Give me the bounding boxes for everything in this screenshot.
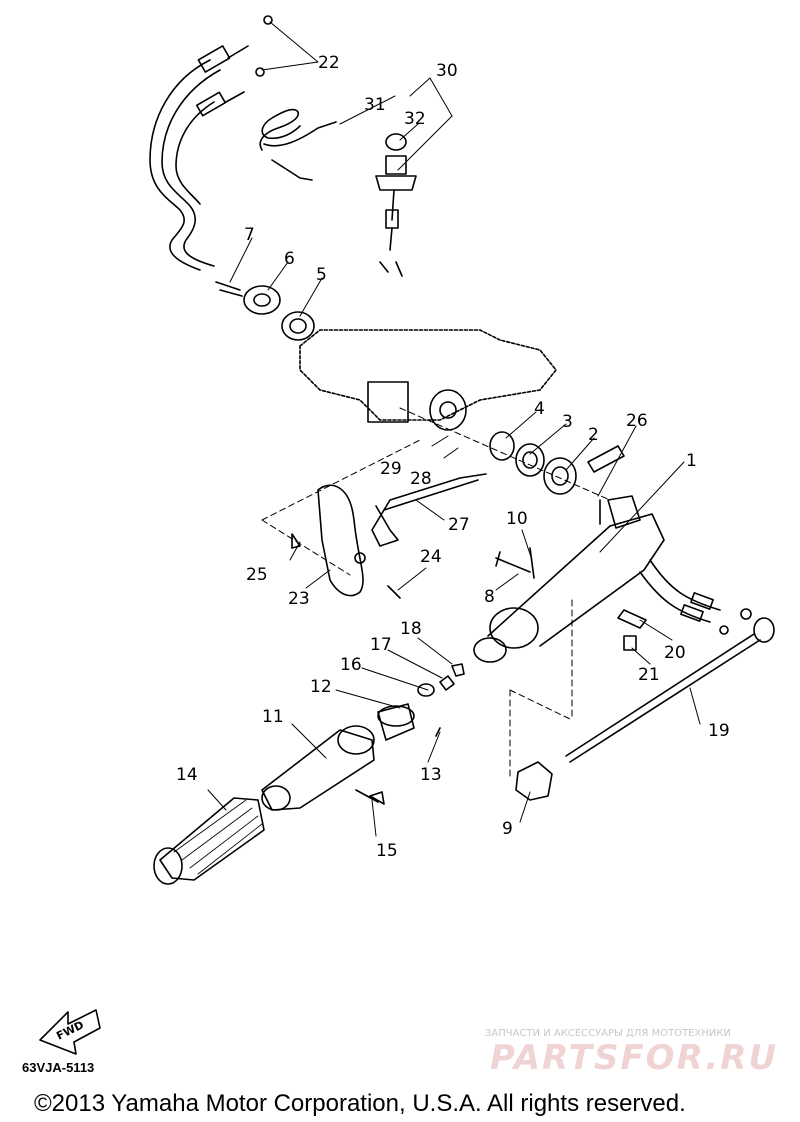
callout-12: 12 xyxy=(310,677,332,697)
callout-4: 4 xyxy=(534,399,545,419)
callout-27: 27 xyxy=(448,515,470,535)
throttle-shaft xyxy=(515,617,775,801)
stop-switch-assembly xyxy=(259,108,417,277)
grip-hardware xyxy=(355,663,465,805)
watermark-tagline: ЗАПЧАСТИ И АКСЕССУАРЫ ДЛЯ МОТОТЕХНИКИ xyxy=(485,1028,731,1039)
diagram-code: 63VJA-5113 xyxy=(22,1060,95,1075)
small-hardware xyxy=(495,547,647,651)
callout-20: 20 xyxy=(664,643,686,663)
cable-ends-right xyxy=(639,559,752,635)
callout-19: 19 xyxy=(708,721,730,741)
callout-30: 30 xyxy=(436,61,458,81)
callout-17: 17 xyxy=(370,635,392,655)
callout-23: 23 xyxy=(288,589,310,609)
callout-22: 22 xyxy=(318,53,340,73)
callout-29: 29 xyxy=(380,459,402,479)
callout-3: 3 xyxy=(562,412,573,432)
callout-8: 8 xyxy=(484,587,495,607)
callout-25: 25 xyxy=(246,565,268,585)
tiller-plate xyxy=(291,484,401,599)
throttle-cables xyxy=(149,15,273,271)
bracket-hub xyxy=(367,381,467,431)
callout-16: 16 xyxy=(340,655,362,675)
callout-21: 21 xyxy=(638,665,660,685)
fwd-arrow xyxy=(39,1009,101,1055)
washer-stack xyxy=(489,431,625,495)
callout-28: 28 xyxy=(410,469,432,489)
steering-bracket xyxy=(473,495,665,663)
link-rod xyxy=(371,473,487,547)
callout-13: 13 xyxy=(420,765,442,785)
callout-7: 7 xyxy=(244,225,255,245)
throttle-grip xyxy=(153,703,415,885)
callout-9: 9 xyxy=(502,819,513,839)
callout-2: 2 xyxy=(588,425,599,445)
watermark-logo: PARTSFOR.RU xyxy=(490,1038,779,1078)
callout-31: 31 xyxy=(364,95,386,115)
fwd-label: FWD xyxy=(54,1018,86,1042)
callout-labels: 1 2 3 4 5 6 7 8 9 10 11 12 13 14 15 16 1… xyxy=(54,53,729,1043)
swivel-bracket xyxy=(299,329,557,421)
callout-1: 1 xyxy=(686,451,697,471)
callout-5: 5 xyxy=(316,265,327,285)
callout-18: 18 xyxy=(400,619,422,639)
leader-lines xyxy=(207,21,701,837)
friction-plate-group xyxy=(215,281,315,341)
reference-lines xyxy=(261,407,611,781)
callout-10: 10 xyxy=(506,509,528,529)
callout-15: 15 xyxy=(376,841,398,861)
callout-14: 14 xyxy=(176,765,198,785)
callout-24: 24 xyxy=(420,547,442,567)
callout-6: 6 xyxy=(284,249,295,269)
callout-11: 11 xyxy=(262,707,284,727)
callout-32: 32 xyxy=(404,109,426,129)
callout-26: 26 xyxy=(626,411,648,431)
copyright-notice: ©2013 Yamaha Motor Corporation, U.S.A. A… xyxy=(34,1090,686,1117)
